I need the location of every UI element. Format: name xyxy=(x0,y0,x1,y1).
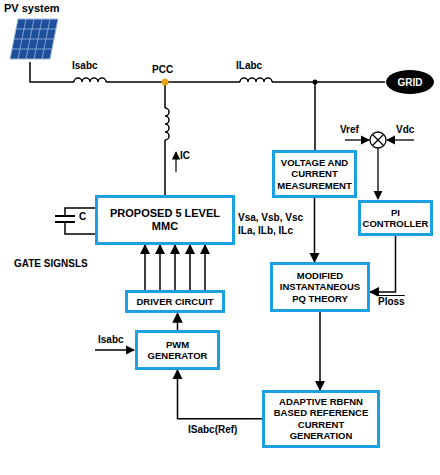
summing-cross xyxy=(373,135,384,146)
signal-arrow xyxy=(177,313,179,330)
summing-cross xyxy=(373,135,384,146)
pcc-wire xyxy=(164,140,166,195)
inductor-patch xyxy=(240,79,272,85)
node-text: PV system xyxy=(4,2,66,14)
node-text: PROPOSED 5 LEVEL MMC xyxy=(101,207,229,233)
signal-arrow xyxy=(174,245,176,290)
input-arrow xyxy=(95,349,134,350)
signal-label: ILabc xyxy=(236,60,262,71)
gate-signal-arrow xyxy=(204,245,206,290)
tap-dot xyxy=(313,80,318,85)
signal-label: IC xyxy=(180,150,190,161)
inductor-patch xyxy=(74,79,106,85)
measurement-tap xyxy=(314,82,316,150)
signal-label: Isabc xyxy=(98,334,124,345)
signal-arrow xyxy=(319,312,321,390)
inductor-symbol xyxy=(165,108,169,140)
node-text: VOLTAGE AND CURRENT MEASUREMENT xyxy=(277,157,351,191)
signal-label: Vref xyxy=(340,124,359,135)
inductor-symbol xyxy=(240,78,272,82)
signal-label: Vsa, Vsb, Vsc xyxy=(238,212,303,223)
node-text: MODIFIED INSTANTANEOUS PQ THEORY xyxy=(276,270,364,304)
summing-junction xyxy=(370,132,386,148)
node-text: DRIVER CIRCUIT xyxy=(136,296,213,307)
inductor-symbol xyxy=(74,78,106,82)
signal-arrow xyxy=(66,81,385,83)
signal-label: Isabc xyxy=(72,60,98,71)
error-arrow xyxy=(377,148,378,199)
node-text: PWM GENERATOR xyxy=(141,339,214,362)
gate-signal-arrow xyxy=(144,245,146,290)
gate-signal-arrow xyxy=(189,245,191,290)
signal-arrow xyxy=(370,236,396,292)
signal-label: PCC xyxy=(152,64,173,75)
vref-arrow xyxy=(345,139,369,140)
signal-arrow xyxy=(314,198,316,262)
process-box: VOLTAGE AND CURRENT MEASUREMENT xyxy=(272,150,357,198)
process-box: ADAPTIVE RBFNN BASED REFERENCE CURRENT G… xyxy=(262,390,380,448)
process-box: DRIVER CIRCUIT xyxy=(125,290,225,313)
grid-ellipse: GRID xyxy=(385,69,435,95)
signal-label: Vdc xyxy=(396,124,414,135)
controller-box: PI CONTROLLER xyxy=(358,200,433,236)
capacitor-wire xyxy=(65,222,95,234)
node-text: GRID xyxy=(398,77,423,88)
vdc-arrow xyxy=(387,139,414,140)
signal-label: ILa, ILb, ILc xyxy=(238,225,293,236)
pv-lead xyxy=(30,62,66,82)
pcc-dot xyxy=(162,79,169,86)
node-text: ADAPTIVE RBFNN BASED REFERENCE CURRENT G… xyxy=(268,396,374,442)
signal-label: GATE SIGNSLS xyxy=(14,258,88,269)
gate-signal-arrow xyxy=(159,245,161,290)
pv-panel: PV system xyxy=(4,2,66,86)
current-arrow xyxy=(175,152,176,172)
signal-label: C xyxy=(79,211,86,222)
signal-arrow xyxy=(178,370,263,419)
converter-box: PROPOSED 5 LEVEL MMC xyxy=(95,195,235,245)
pcc-wire xyxy=(164,82,166,108)
edge-label: ISabc(Ref) xyxy=(188,424,237,435)
node-text: PI CONTROLLER xyxy=(363,207,429,230)
process-box: MODIFIED INSTANTANEOUS PQ THEORY xyxy=(270,262,370,312)
process-box: PWM GENERATOR xyxy=(135,330,220,370)
capacitor-plate xyxy=(55,215,75,217)
edge-label: Ploss xyxy=(378,296,405,307)
solar-panel xyxy=(8,17,60,61)
